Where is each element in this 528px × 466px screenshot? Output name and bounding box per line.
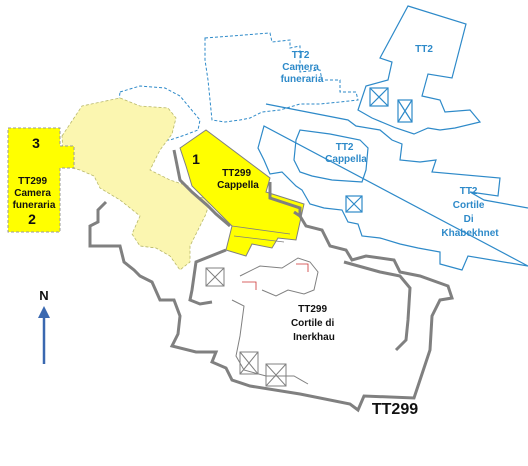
tt2-cortile-label: TT2 Cortile Di Khabekhnet bbox=[441, 186, 499, 239]
tt2-camera-funeraria-label: TT2 Camera funeraria bbox=[281, 50, 324, 85]
marker-1: 1 bbox=[192, 151, 200, 167]
tt2-cappella-label: TT2 Cappella bbox=[325, 142, 367, 165]
tt299-cappella-room bbox=[179, 129, 305, 257]
tt2-top-label: TT2 bbox=[415, 44, 433, 55]
north-label: N bbox=[39, 288, 48, 303]
tt299-walls bbox=[88, 149, 454, 413]
tt299-camera-funeraria-label: TT299 Camera funeraria bbox=[13, 176, 56, 211]
pale-yellow-chambers bbox=[61, 97, 211, 271]
marker-2: 2 bbox=[28, 211, 36, 227]
tt299-cappella-label: TT299 Cappella bbox=[217, 168, 259, 191]
marker-3: 3 bbox=[32, 135, 40, 151]
tt299-interior-detail bbox=[205, 257, 319, 387]
red-detail-lines bbox=[242, 263, 309, 290]
north-arrow bbox=[38, 306, 50, 364]
tt2-solid-outline bbox=[257, 5, 528, 271]
tt299-camera-funeraria-room bbox=[7, 127, 75, 233]
tt299-cortile-label: TT299 Cortile di Inerkhau bbox=[291, 304, 337, 343]
tt299-title: TT299 bbox=[372, 401, 418, 418]
